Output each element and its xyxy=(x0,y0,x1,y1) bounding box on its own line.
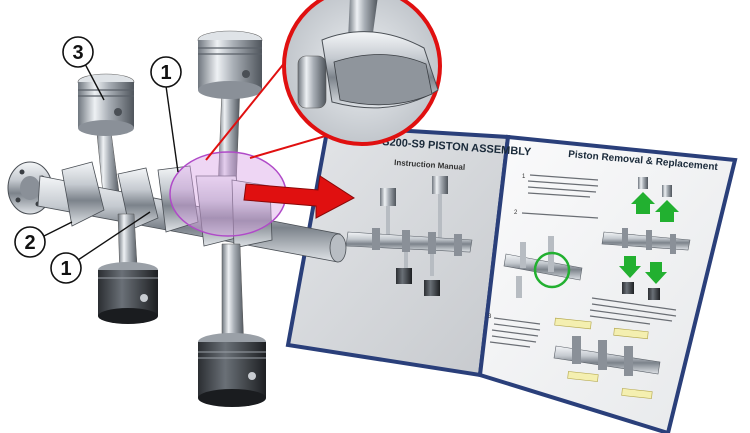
zoom-connector-left xyxy=(205,55,291,161)
green-arrow-up-1 xyxy=(631,192,655,214)
mini-piston-left-4 xyxy=(424,280,440,296)
manual-step-1: 1 xyxy=(522,174,526,180)
callout-2: 2 xyxy=(14,221,73,258)
manual-step-3-text-lines xyxy=(489,317,541,348)
mini-web-left-3 xyxy=(428,232,436,254)
manual-step-2-note-lines xyxy=(589,297,677,325)
callout-3-label: 3 xyxy=(72,42,83,64)
piston-lower-left xyxy=(98,262,158,324)
mini-piston-left-1 xyxy=(380,188,396,206)
mini-web-left-1 xyxy=(372,228,380,250)
callout-1-top: 1 xyxy=(150,56,182,173)
manual-green-zoom-view xyxy=(503,236,583,298)
mini-rod-left-4 xyxy=(430,254,434,276)
manual-label-box-3 xyxy=(567,371,599,382)
mini-piston-left-3 xyxy=(396,268,412,284)
piston-lower-right xyxy=(198,333,266,407)
manual-label-box-1 xyxy=(554,317,592,330)
green-zoom-circle xyxy=(533,251,571,289)
manual-step-2-text xyxy=(521,212,599,219)
piston-upper-right xyxy=(197,30,263,99)
callout-1-bottom: 1 xyxy=(50,211,151,284)
manual-step-1-text-lines xyxy=(527,174,599,198)
crankshaft-end xyxy=(329,233,347,263)
manual-step-2: 2 xyxy=(514,210,518,216)
piston-assembly-3d xyxy=(7,30,347,407)
mini-rod-left-3 xyxy=(404,252,408,274)
callout-1-bottom-label: 1 xyxy=(60,258,71,280)
manual-exploded-view xyxy=(601,177,691,300)
manual-right-content: 1 2 xyxy=(488,174,691,399)
green-arrow-up-2 xyxy=(655,200,679,222)
mini-rod-left-2 xyxy=(438,194,442,238)
manual-label-box-2 xyxy=(613,327,649,340)
mini-web-left-4 xyxy=(454,234,462,256)
callout-2-label: 2 xyxy=(24,232,35,254)
manual-left-illustration xyxy=(345,176,473,296)
mini-piston-left-2 xyxy=(432,176,448,194)
manual-bottom-crank xyxy=(553,317,661,399)
callout-1-top-label: 1 xyxy=(160,62,171,84)
piston-icon xyxy=(77,73,135,136)
red-arrow-icon xyxy=(243,175,355,219)
green-arrow-down-2 xyxy=(645,262,667,284)
mini-rod-left-1 xyxy=(386,206,390,236)
manual-label-box-4 xyxy=(621,388,653,399)
manual-step-3: 3 xyxy=(488,314,492,320)
crankshaft-icon xyxy=(7,161,347,263)
instruction-manual: S200-S9 PISTON ASSEMBLY Instruction Manu… xyxy=(285,123,738,433)
callout-3: 3 xyxy=(62,36,105,101)
mini-web-left-2 xyxy=(402,230,410,252)
green-arrow-down-1 xyxy=(619,256,641,278)
zoom-circle-icon xyxy=(282,0,442,146)
